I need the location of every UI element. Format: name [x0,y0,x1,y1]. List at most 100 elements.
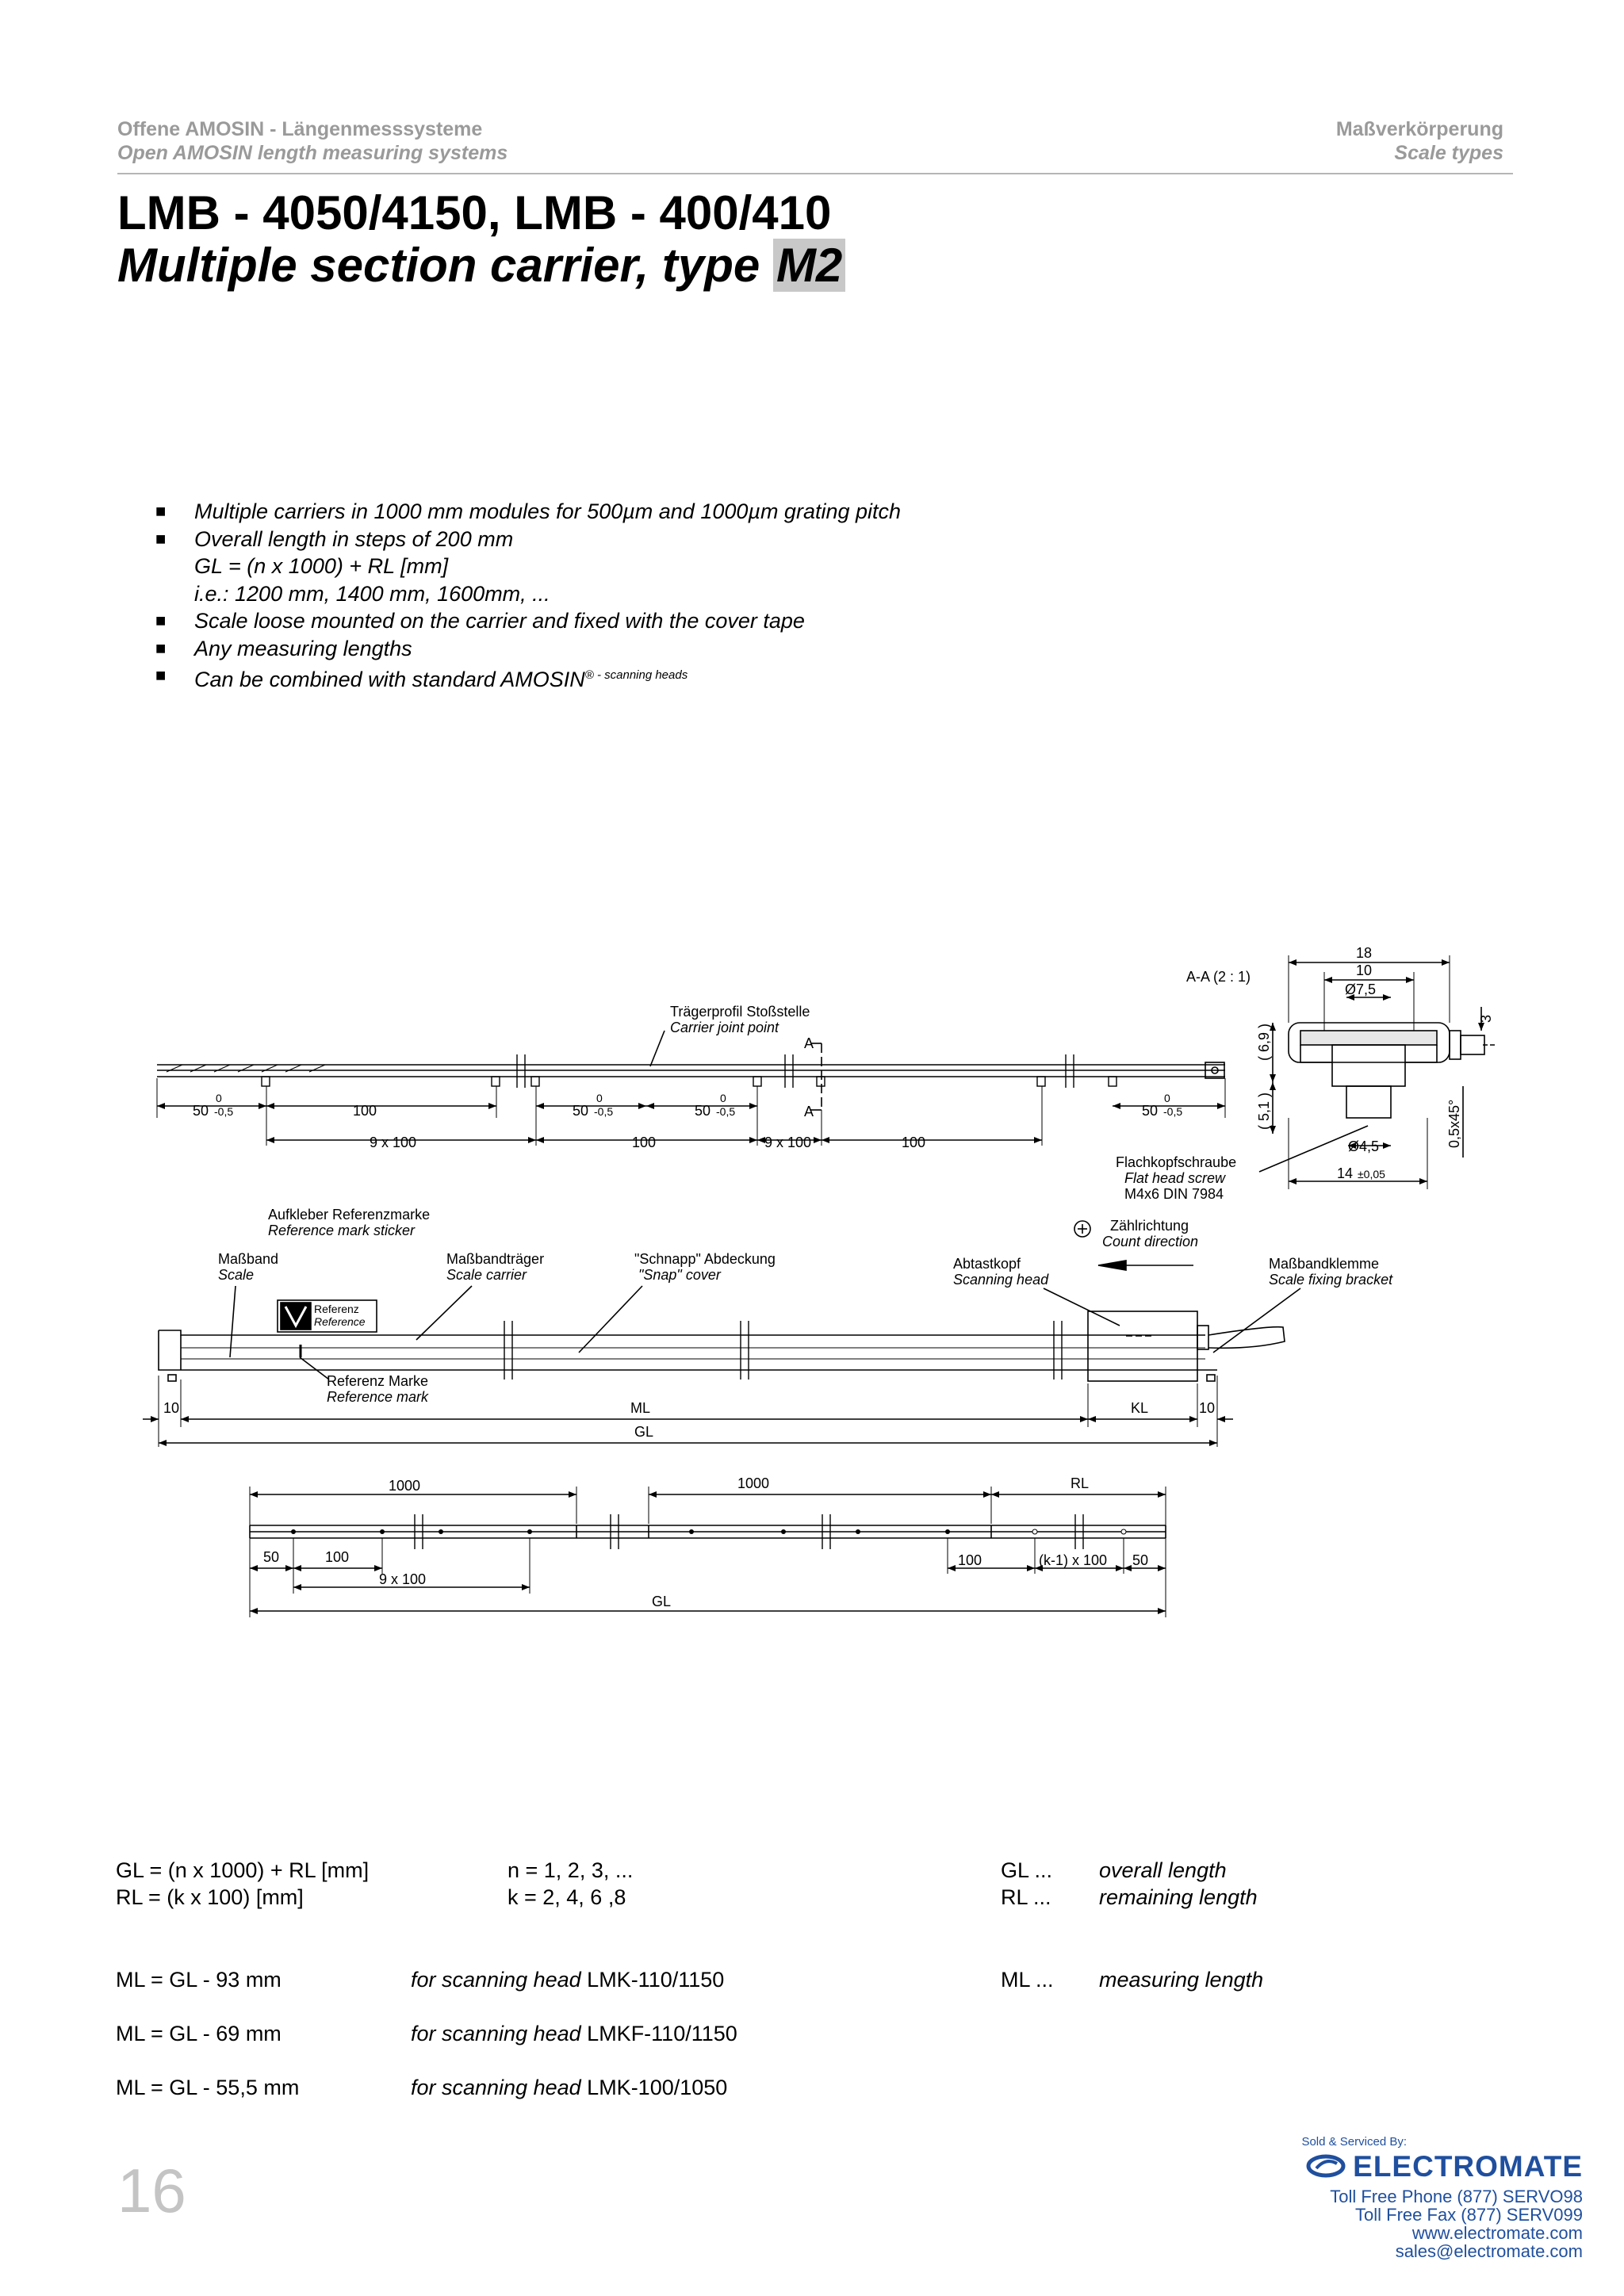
dim-50: 50 [1142,1103,1158,1119]
list-item: GL = (n x 1000) + RL [mm] [155,553,901,580]
page-title: LMB - 4050/4150, LMB - 400/410 Multiple … [117,187,846,292]
bullet-subtext: i.e.: 1200 mm, 1400 mm, 1600mm, ... [194,581,550,606]
dim-50: 50 [193,1103,209,1119]
dim-10-left: 10 [163,1400,179,1416]
distributor-block: Sold & Serviced By: ELECTROMATE Toll Fre… [1301,2133,1583,2260]
dim-9x100: 9 x 100 [379,1571,426,1587]
sec-dim-d75: Ø7,5 [1345,982,1376,997]
ml-head-row: for scanning head LMKF-110/1150 [411,2022,737,2045]
sec-dim-69: ( 6,9 ) [1256,1024,1272,1061]
dim-50: 50 [263,1549,279,1565]
dim-1000: 1000 [389,1478,420,1494]
list-item: ■ Overall length in steps of 200 mm [155,526,901,553]
formula-rl: RL = (k x 100) [mm] [116,1885,304,1909]
scale-label-en: Scale [218,1267,254,1283]
legend-gl-desc: overall length [1099,1858,1227,1882]
refmark-label-de: Referenz Marke [327,1373,428,1389]
dim-50: 50 [573,1103,588,1119]
bullet-text: Any measuring lengths [194,636,412,660]
tol-minus: -0,5 [1163,1105,1182,1118]
ref-sticker-en: Reference [314,1315,366,1328]
toll-free-phone: Toll Free Phone (877) SERVO98 [1330,2187,1583,2206]
tol-minus: -0,5 [594,1105,613,1118]
dim-100: 100 [958,1552,982,1568]
formula-block: GL = (n x 1000) + RL [mm] RL = (k x 100)… [116,1857,369,1911]
refmark-label-en: Reference mark [327,1389,429,1405]
section-view [1258,955,1495,1189]
toll-free-fax: Toll Free Fax (877) SERV099 [1355,2205,1583,2225]
bullet-square-icon: ■ [155,528,167,549]
drawing2-labels: Aufkleber Referenzmarke Reference mark s… [163,1207,1393,1440]
dim-1000: 1000 [737,1475,769,1491]
electromate-swoosh-icon [1306,2154,1346,2178]
bullet-square-icon: ■ [155,637,167,658]
dim-k1x100: (k-1) x 100 [1039,1552,1107,1568]
email-link[interactable]: sales@electromate.com [1395,2241,1583,2261]
formula-vars: n = 1, 2, 3, ... k = 2, 4, 6 ,8 [508,1857,633,1911]
ml-formula-row: ML = GL - 55,5 mm [116,2076,300,2099]
bullet-subtext: GL = (n x 1000) + RL [mm] [194,554,449,578]
dim-100: 100 [325,1549,349,1565]
bullet-text: Multiple carriers in 1000 mm modules for… [194,499,902,523]
bullet-text: Scale loose mounted on the carrier and f… [194,609,805,633]
legend-keys: GL ... RL ... [1001,1857,1052,1911]
header-left-en: Open AMOSIN length measuring systems [117,142,508,164]
tol-zero: 0 [1164,1092,1170,1104]
header-divider [117,173,1513,174]
list-item: ■Can be combined with standard AMOSIN® -… [155,662,901,694]
website-link[interactable]: www.electromate.com [1411,2223,1583,2243]
header-right: Maßverkörperung Scale types [1336,117,1503,165]
list-item: i.e.: 1200 mm, 1400 mm, 1600mm, ... [155,580,901,608]
legend-descriptions: overall length remaining length [1099,1857,1258,1911]
dim-100: 100 [902,1135,925,1150]
head-model: LMK-100/1050 [587,2076,728,2099]
sticker-label-en: Reference mark sticker [268,1223,416,1238]
ref-sticker-de: Referenz [314,1303,359,1315]
head-label-de: Abtastkopf [953,1256,1021,1272]
sec-dim-3: 3 [1478,1015,1494,1023]
header-left: Offene AMOSIN - Längenmesssysteme Open A… [117,117,508,165]
bullet-square-icon: ■ [155,610,167,630]
tol-zero: 0 [596,1092,603,1104]
carrier-label-en: Scale carrier [446,1267,527,1283]
sec-chamfer: 0,5x45° [1446,1100,1462,1148]
scale-label-de: Maßband [218,1251,278,1267]
sticker-label-de: Aufkleber Referenzmarke [268,1207,430,1223]
count-direction-en: Count direction [1102,1234,1198,1249]
drawing1-carrier [156,1030,1226,1146]
ml-head-row: for scanning head LMK-110/1150 [411,1968,725,1992]
dim-ml: ML [630,1400,650,1416]
bullet-text: Can be combined with standard AMOSIN® - … [194,668,688,691]
sec-dim-d45: Ø4,5 [1348,1138,1379,1154]
drawing2-assembly [143,1220,1301,1447]
dim-50: 50 [1132,1552,1148,1568]
bullet-text: Overall length in steps of 200 mm [194,526,514,551]
cover-label-de: "Schnapp" Abdeckung [634,1251,776,1267]
cover-label-en: "Snap" cover [638,1267,722,1283]
registered-mark: ® - scanning heads [584,668,688,682]
brand-name: ELECTROMATE [1353,2149,1583,2183]
dim-kl: KL [1131,1400,1148,1416]
list-item: ■ Any measuring lengths [155,635,901,663]
bracket-label-de: Maßbandklemme [1269,1256,1379,1272]
section-mark-bottom: A [804,1104,814,1119]
bullet-square-icon: ■ [155,501,167,521]
legend-ml-desc: measuring length [1099,1968,1264,1992]
screw-label-en: Flat head screw [1124,1170,1226,1186]
bracket-label-en: Scale fixing bracket [1269,1272,1393,1288]
carrier-joint-label-de: Trägerprofil Stoßstelle [670,1004,810,1020]
title-line2: Multiple section carrier, type M2 [117,239,846,292]
tol-minus: -0,5 [716,1105,735,1118]
header-left-de: Offene AMOSIN - Längenmesssysteme [117,118,483,140]
drawing3-marks [291,1529,1127,1535]
list-item: ■ Scale loose mounted on the carrier and … [155,607,901,635]
sec-dim-18: 18 [1356,945,1372,961]
carrier-label-de: Maßbandträger [446,1251,544,1267]
page-number: 16 [117,2156,186,2225]
sold-serviced-text: Sold & Serviced By: [1301,2135,1407,2149]
head-model: LMKF-110/1150 [587,2022,737,2045]
tol-zero: 0 [720,1092,726,1104]
head-label-en: Scanning head [953,1272,1049,1288]
legend-gl-key: GL ... [1001,1858,1053,1882]
